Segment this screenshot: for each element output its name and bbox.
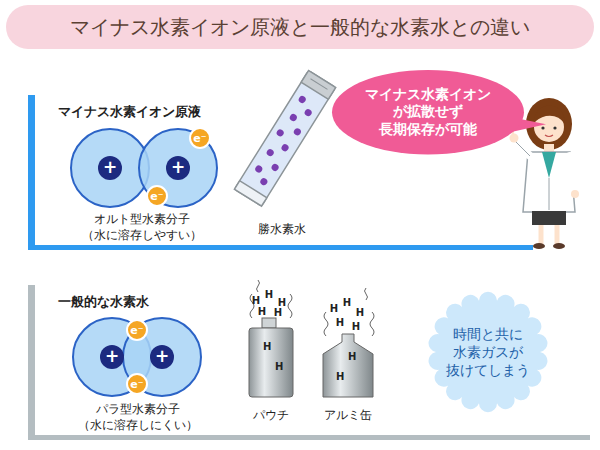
caption-label: オルト型水素分子 （水に溶存しやすい） xyxy=(76,212,208,243)
hydrogen-symbol: H xyxy=(336,318,344,328)
stick-pack xyxy=(234,70,335,206)
caption-label: アルミ缶 xyxy=(324,408,372,424)
hydrogen-symbol: H xyxy=(336,372,344,382)
hydrogen-symbol: H xyxy=(252,296,260,306)
electron-node: e⁻ xyxy=(126,373,148,395)
caption-label: パラ型水素分子 （水に溶存しにくい） xyxy=(72,402,204,433)
pouch-node: HH xyxy=(248,318,294,398)
electron-label: e⁻ xyxy=(150,191,163,202)
panel-node: マイナス水素イオン原液++e⁻e⁻マイナス水素イオン が拡散せず 長期保存が可能 xyxy=(28,95,590,250)
pouch-body xyxy=(249,328,293,397)
can-node: HH xyxy=(322,334,374,398)
hydrogen-symbol: H xyxy=(274,308,282,318)
speech-ellipse xyxy=(332,70,524,155)
nucleus-plus: + xyxy=(98,156,122,180)
panel-node: 一般的な水素水++e⁻e⁻HHHH時間と共に 水素ガスが 抜けてしまう xyxy=(28,285,590,440)
title-band xyxy=(6,5,594,49)
electron-label: e⁻ xyxy=(193,133,206,144)
hydrogen-symbol: H xyxy=(330,304,338,314)
can-shape xyxy=(322,334,374,398)
electron-label: e⁻ xyxy=(130,379,143,390)
electron-node: e⁻ xyxy=(189,127,211,149)
pouch-shape xyxy=(248,318,294,398)
hydrogen-symbol: H xyxy=(265,290,273,300)
nucleus-plus: + xyxy=(166,156,190,180)
hydrogen-symbol: H xyxy=(348,352,356,362)
scallop-node: 時間と共に 水素ガスが 抜けてしまう xyxy=(430,294,546,410)
panel-rule xyxy=(28,245,533,250)
caption-label: パウチ xyxy=(253,408,289,424)
electron-label: e⁻ xyxy=(130,325,143,336)
hydrogen-symbol: H xyxy=(258,307,266,317)
nucleus-plus: + xyxy=(150,345,174,369)
panel-heading: マイナス水素イオン原液 xyxy=(58,103,201,121)
panel-bar xyxy=(28,95,35,250)
title-text: マイナス水素イオン原液と一般的な水素水との違い xyxy=(70,14,530,41)
panel-bar xyxy=(28,285,35,440)
caption-label: 勝水素水 xyxy=(258,222,306,238)
hydrogen-symbol: H xyxy=(278,298,286,308)
can-body xyxy=(323,334,373,397)
bubble-text: 時間と共に 水素ガスが 抜けてしまう xyxy=(442,325,534,380)
panel-rule xyxy=(28,435,590,440)
hydrogen-symbol: H xyxy=(263,342,271,352)
hydrogen-symbol: H xyxy=(343,298,351,308)
scallop-outline xyxy=(429,292,548,412)
hydrogen-symbol: H xyxy=(352,322,360,332)
panel-heading: 一般的な水素水 xyxy=(58,293,149,311)
electron-node: e⁻ xyxy=(126,319,148,341)
speech-node: マイナス水素イオン が拡散せず 長期保存が可能 xyxy=(332,70,524,155)
electron-node: e⁻ xyxy=(146,185,168,207)
hydrogen-symbol: H xyxy=(275,362,283,372)
nucleus-plus: + xyxy=(100,345,124,369)
pouch-spout xyxy=(262,318,276,328)
speech-text: マイナス水素イオン が拡散せず 長期保存が可能 xyxy=(358,86,498,139)
hydrogen-symbol: H xyxy=(356,308,364,318)
